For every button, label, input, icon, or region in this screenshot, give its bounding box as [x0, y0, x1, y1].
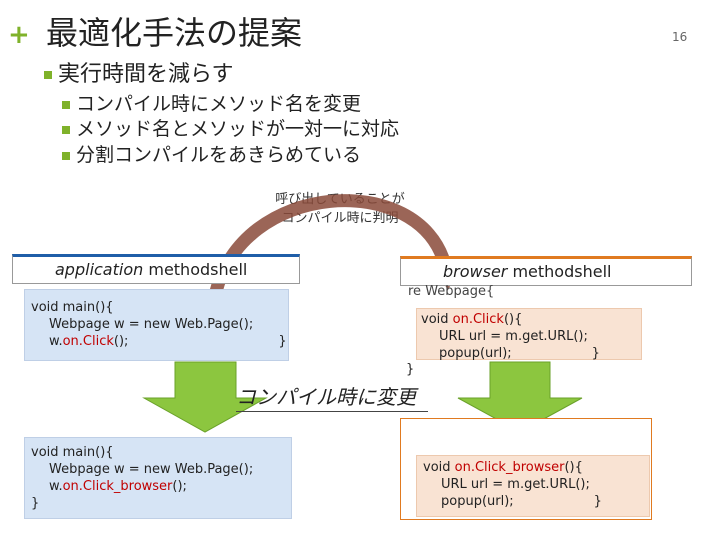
application-code-before: void main(){ Webpage w = new Web.Page();… [24, 289, 289, 361]
browser-partial-line: re Webpage{ [408, 284, 495, 299]
compile-time-change-label: コンパイル時に変更 [236, 385, 416, 409]
browser-closing-brace: } [406, 362, 415, 377]
page-number: 16 [672, 30, 688, 44]
slide-title: 最適化手法の提案 [46, 14, 303, 52]
bullet-square-icon [62, 125, 70, 134]
application-code-after: void main(){ Webpage w = new Web.Page();… [24, 437, 292, 519]
bullet-item: コンパイル時にメソッド名を変更 [62, 92, 361, 116]
down-arrow-right-icon [457, 361, 583, 433]
bullet-item: メソッド名とメソッドが一対一に対応 [62, 117, 399, 141]
browser-code-before: void on.Click(){ URL url = m.get.URL(); … [416, 308, 642, 361]
browser-methodshell-header: browser methodshell [400, 256, 692, 286]
application-methodshell-header: application methodshell [12, 254, 300, 284]
bullet-square-icon [62, 151, 70, 160]
bullet-square-icon [62, 100, 70, 109]
bullet-level1: 実行時間を減らす [44, 62, 234, 88]
plus-mark: + [8, 20, 30, 50]
bullet-square-icon [44, 71, 52, 79]
down-arrow-left-icon [142, 361, 268, 433]
browser-code-after: void on.Click_browser(){ URL url = m.get… [416, 455, 650, 517]
bullet-item: 分割コンパイルをあきらめている [62, 143, 361, 167]
label-underline [236, 411, 428, 412]
